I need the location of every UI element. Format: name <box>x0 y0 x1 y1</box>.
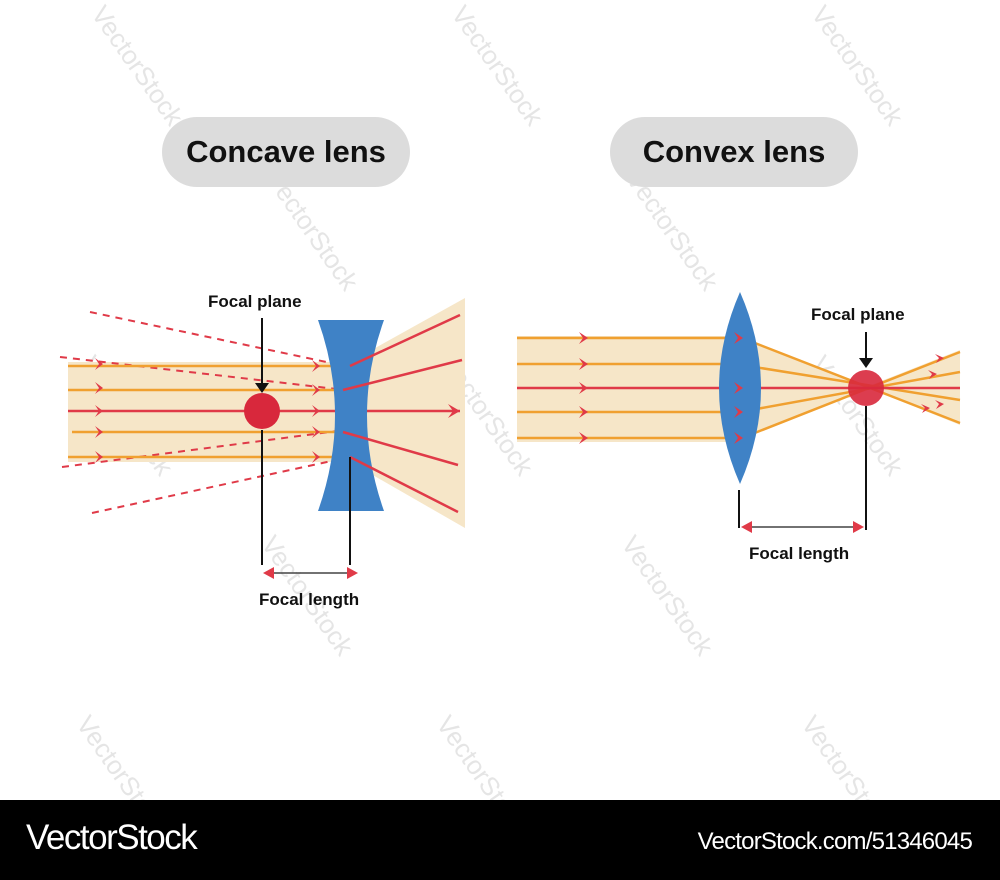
lens-diagram <box>59 292 961 579</box>
convex-diagram <box>517 292 961 533</box>
convex-focal-length-label: Focal length <box>749 544 850 563</box>
focal-point <box>848 370 884 406</box>
focal-point <box>244 393 280 429</box>
convex-focal-plane-label: Focal plane <box>811 305 905 324</box>
incoming-rays <box>68 364 350 459</box>
concave-focal-length-label: Focal length <box>259 590 360 609</box>
focal-plane-arrow <box>255 383 269 393</box>
ray-arrows <box>95 358 460 463</box>
ray-arrows <box>579 332 944 444</box>
brand-logo: VectorStock <box>26 818 198 857</box>
concave-lens-shape <box>318 320 384 511</box>
image-url: VectorStock.com/51346045 <box>697 828 973 855</box>
virtual-rays <box>59 311 351 514</box>
concave-focal-plane-label: Focal plane <box>208 292 302 311</box>
refracted-rays <box>342 313 463 514</box>
focal-plane-arrow <box>859 358 873 368</box>
concave-lens-title: Concave lens <box>162 117 410 187</box>
convex-lens-title: Convex lens <box>610 117 858 187</box>
concave-diagram <box>59 298 465 579</box>
footer-bar: VectorStock VectorStock.com/51346045 <box>0 800 1000 880</box>
